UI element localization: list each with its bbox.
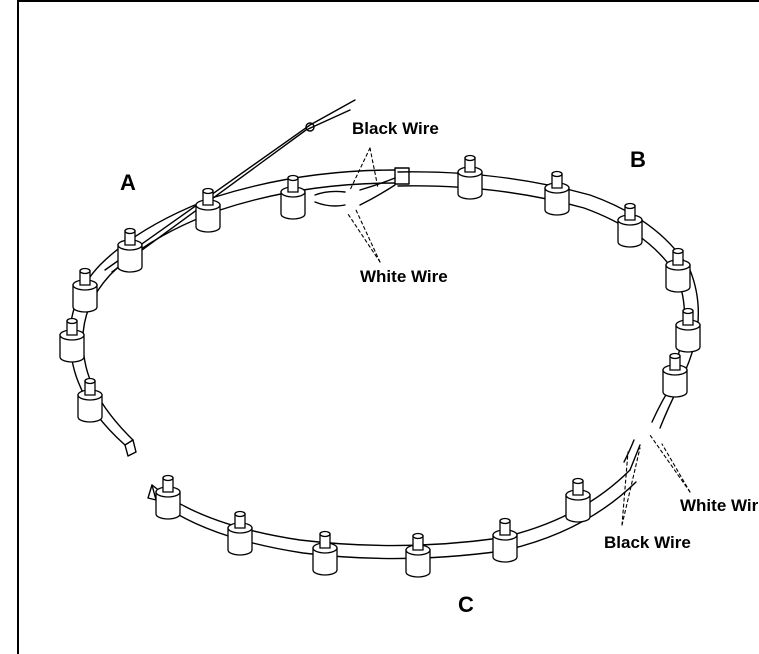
hanging-wire — [104, 99, 356, 271]
label-b: B — [630, 147, 646, 172]
segment-a-band-inner — [82, 182, 396, 441]
wire-knot — [305, 122, 315, 132]
candle-sockets — [59, 154, 701, 578]
label-black-wire-top: Black Wire — [352, 119, 439, 138]
segment-c-band-inner — [155, 481, 637, 560]
label-white-wire-right: White Wir — [680, 496, 759, 515]
hanging-wire-2 — [111, 109, 351, 273]
label-a: A — [120, 170, 136, 195]
candle-socket — [280, 174, 306, 220]
candle-socket — [155, 474, 181, 520]
candle-socket — [544, 170, 570, 216]
candle-socket — [617, 202, 643, 248]
label-white-wire-top: White Wire — [360, 267, 448, 286]
candle-socket — [662, 352, 688, 398]
candle-socket — [312, 530, 338, 576]
label-black-wire-bottom: Black Wire — [604, 533, 691, 552]
segment-c-end-left — [147, 484, 157, 501]
candle-socket — [405, 532, 431, 578]
top-white-wire-left — [314, 201, 346, 207]
candle-socket — [675, 307, 701, 353]
candle-socket — [492, 517, 518, 563]
candle-socket — [457, 154, 483, 200]
segment-b-end-top — [394, 167, 410, 185]
top-white-wire-right — [359, 184, 396, 206]
diagram-frame — [17, 0, 759, 654]
candle-socket — [117, 227, 143, 273]
segment-a-band — [69, 169, 396, 446]
bottom-wire-1 — [629, 444, 641, 471]
candle-socket — [72, 267, 98, 313]
candle-socket — [195, 187, 221, 233]
bottom-wire-2 — [623, 439, 635, 463]
candle-socket — [665, 247, 691, 293]
segment-a-end — [124, 439, 137, 457]
candle-socket — [565, 477, 591, 523]
top-black-wire-left — [314, 190, 346, 196]
label-c: C — [458, 592, 474, 617]
candle-socket — [77, 377, 103, 423]
pointer-arrows — [347, 147, 691, 526]
top-black-wire-right — [359, 177, 396, 191]
candle-socket — [227, 510, 253, 556]
candle-socket — [59, 317, 85, 363]
